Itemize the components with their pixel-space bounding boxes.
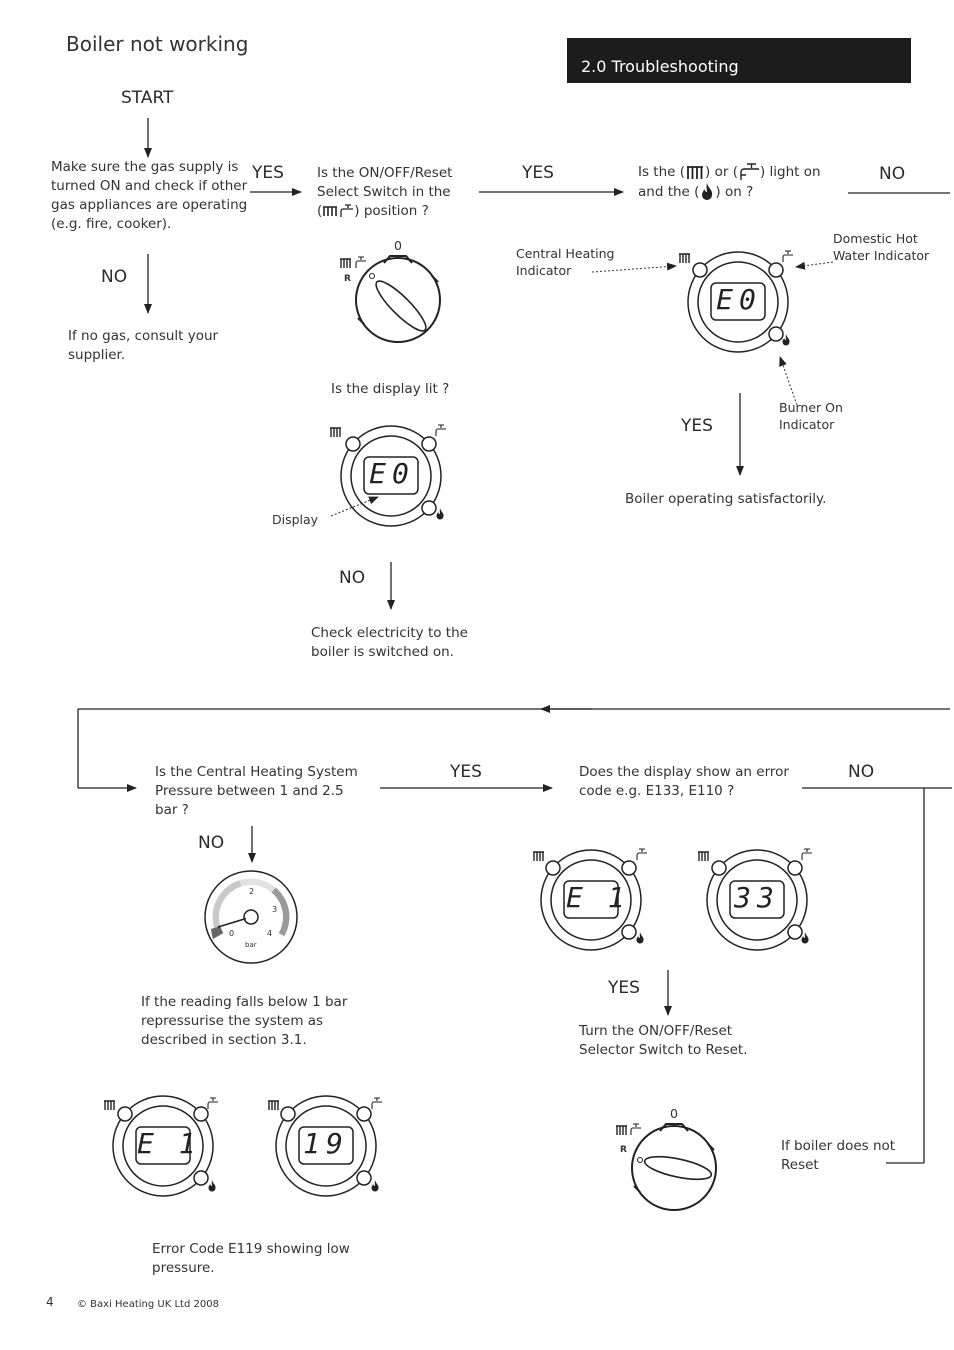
start-label: START bbox=[121, 88, 174, 108]
display-readout-low-a: E 1 bbox=[137, 1127, 200, 1160]
no-label-4: NO bbox=[848, 762, 875, 782]
display-readout-status: E0 bbox=[716, 283, 762, 316]
light-question-part5: ) on ? bbox=[715, 184, 754, 200]
error-code-question: Does the display show an error code e.g.… bbox=[579, 764, 789, 799]
display-readout-main: E0 bbox=[369, 457, 415, 490]
dial-r-label-2: R bbox=[620, 1145, 627, 1155]
flame-icon bbox=[702, 183, 713, 200]
light-question: Is the ( ) or ( ) light on and the ( ) on ? bbox=[638, 162, 821, 202]
section-header: 2.0 Troubleshooting bbox=[567, 38, 911, 83]
burner-on-indicator-label: Burner On Indicator bbox=[779, 400, 843, 432]
pressure-question: Is the Central Heating System Pressure b… bbox=[155, 764, 358, 818]
gas-check-text: Make sure the gas supply is turned ON an… bbox=[51, 159, 248, 232]
no-label-2: NO bbox=[879, 164, 906, 184]
page-title: Boiler not working bbox=[66, 32, 249, 56]
dial-r-label: R bbox=[344, 274, 351, 284]
light-question-part2: ) or ( bbox=[705, 164, 738, 180]
display-lit-question: Is the display lit ? bbox=[331, 381, 450, 397]
tap-icon bbox=[340, 204, 354, 217]
switch-question-line1: Is the ON/OFF/Reset bbox=[317, 165, 453, 181]
not-reset-text: If boiler does not Reset bbox=[781, 1138, 896, 1173]
display-readout-error-a: E 1 bbox=[566, 881, 629, 914]
no-label-3: NO bbox=[339, 568, 366, 588]
display-readout-error-b: 33 bbox=[734, 881, 780, 914]
yes-label-2: YES bbox=[522, 163, 554, 183]
light-question-part3: ) light on bbox=[759, 164, 821, 180]
boiler-ok-text: Boiler operating satisfactorily. bbox=[625, 491, 827, 507]
page-number: 4 bbox=[46, 1295, 54, 1309]
central-heating-indicator-label: Central Heating Indicator bbox=[516, 246, 615, 278]
switch-question-open: ( bbox=[317, 203, 323, 219]
gauge-tick-1: 1 bbox=[225, 904, 231, 913]
radiator-icon bbox=[687, 166, 704, 179]
copyright: © Baxi Heating UK Ltd 2008 bbox=[77, 1299, 219, 1310]
yes-label-3: YES bbox=[681, 416, 713, 436]
turn-reset-text: Turn the ON/OFF/Reset Selector Switch to… bbox=[579, 1023, 748, 1058]
light-question-part4: and the ( bbox=[638, 184, 700, 200]
light-question-part1: Is the ( bbox=[638, 164, 686, 180]
domestic-hot-water-indicator-label: Domestic Hot Water Indicator bbox=[833, 231, 930, 263]
switch-question: Is the ON/OFF/Reset Select Switch in the… bbox=[317, 164, 452, 221]
yes-label-4: YES bbox=[450, 762, 482, 782]
dial-zero-label-2: 0 bbox=[670, 1106, 678, 1121]
radiator-icon bbox=[323, 206, 338, 216]
gauge-unit-label: bar bbox=[245, 941, 257, 949]
tap-icon bbox=[740, 163, 759, 180]
no-label-1: NO bbox=[101, 267, 128, 287]
e119-caption: Error Code E119 showing low pressure. bbox=[152, 1241, 350, 1276]
section-title: 2.0 Troubleshooting bbox=[581, 57, 739, 76]
gauge-tick-4: 4 bbox=[267, 929, 273, 938]
no-label-5: NO bbox=[198, 833, 225, 853]
yes-label-5: YES bbox=[608, 978, 640, 998]
low-pressure-text: If the reading falls below 1 bar repress… bbox=[141, 994, 348, 1048]
switch-question-close: ) position ? bbox=[354, 203, 429, 219]
yes-label-1: YES bbox=[252, 163, 284, 183]
switch-question-line2: Select Switch in the bbox=[317, 184, 451, 200]
gauge-tick-2: 2 bbox=[249, 887, 255, 896]
check-electricity-text: Check electricity to the boiler is switc… bbox=[311, 625, 468, 660]
display-readout-low-b: 19 bbox=[303, 1127, 349, 1160]
dial-zero-label: 0 bbox=[394, 238, 402, 253]
no-gas-text: If no gas, consult your supplier. bbox=[68, 328, 219, 363]
display-label: Display bbox=[272, 512, 319, 527]
gauge-tick-0: 0 bbox=[229, 929, 235, 938]
gauge-tick-3: 3 bbox=[272, 905, 278, 914]
